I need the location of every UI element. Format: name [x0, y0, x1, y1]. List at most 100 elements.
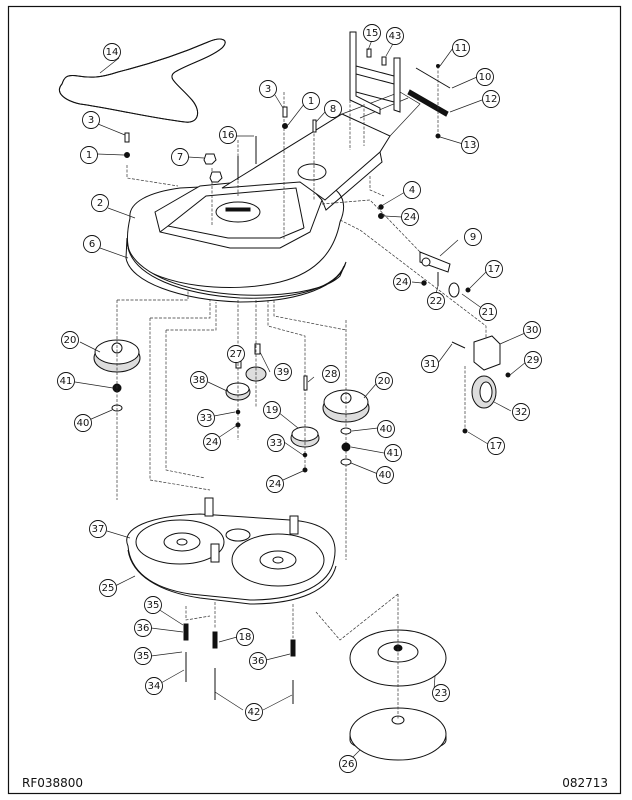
callout-circle: [274, 363, 292, 381]
callout-label: 3: [88, 115, 94, 126]
callout-13: 13: [461, 136, 479, 154]
assembly-lines: [117, 92, 487, 638]
callout-circle: [80, 146, 98, 164]
callout-33: 33: [197, 409, 215, 427]
callout-circle: [82, 111, 100, 129]
callout-circle: [523, 321, 541, 339]
callout-circle: [145, 677, 163, 695]
callout-circle: [375, 372, 393, 390]
callout-label: 10: [479, 72, 492, 83]
mounting-bracket: [349, 31, 401, 115]
callout-label: 7: [177, 152, 183, 163]
callout-circle: [197, 409, 215, 427]
callout-circle: [363, 24, 381, 42]
callout-circle: [421, 355, 439, 373]
callout-2: 2: [91, 194, 109, 212]
callout-label: 13: [464, 140, 477, 151]
callout-17: 17: [487, 437, 505, 455]
callout-24: 24: [401, 208, 419, 226]
callout-circle: [91, 194, 109, 212]
callout-label: 1: [308, 96, 314, 107]
callout-label: 11: [455, 43, 468, 54]
callout-label: 24: [269, 479, 282, 490]
callout-label: 9: [470, 232, 476, 243]
callout-31: 31: [421, 355, 439, 373]
callout-circle: [427, 292, 445, 310]
callout-circle: [134, 647, 152, 665]
spring-shafts: [183, 623, 296, 704]
callout-40: 40: [74, 414, 92, 432]
callout-28: 28: [322, 365, 340, 383]
callout-41: 41: [57, 372, 75, 390]
callout-26: 26: [339, 755, 357, 773]
callout-circle: [377, 420, 395, 438]
callout-circle: [266, 475, 284, 493]
callout-circle: [249, 652, 267, 670]
callout-label: 19: [266, 405, 279, 416]
fasteners: [124, 48, 511, 473]
callout-circle: [384, 444, 402, 462]
callout-label: 17: [490, 441, 503, 452]
callout-21: 21: [479, 303, 497, 321]
callout-29: 29: [524, 351, 542, 369]
callout-40: 40: [376, 466, 394, 484]
callout-circle: [144, 596, 162, 614]
callout-circle: [524, 351, 542, 369]
callout-label: 30: [526, 325, 539, 336]
callout-circle: [324, 100, 342, 118]
callout-label: 14: [106, 47, 119, 58]
callout-circle: [259, 80, 277, 98]
caster-assembly: [451, 335, 501, 432]
callout-circle: [236, 628, 254, 646]
idler-pulleys: [225, 320, 370, 560]
callout-42: 42: [245, 703, 263, 721]
callout-circle: [203, 433, 221, 451]
callout-circle: [227, 345, 245, 363]
callout-label: 33: [270, 438, 283, 449]
callout-label: 35: [147, 600, 160, 611]
callout-39: 39: [274, 363, 292, 381]
callout-circle: [482, 90, 500, 108]
callout-label: 20: [64, 335, 77, 346]
callout-24: 24: [266, 475, 284, 493]
callout-label: 17: [488, 264, 501, 275]
callout-label: 27: [230, 349, 243, 360]
callout-circle: [267, 434, 285, 452]
callout-circle: [401, 208, 419, 226]
callout-circle: [190, 371, 208, 389]
callout-circle: [302, 92, 320, 110]
figure-id: RF038800: [22, 776, 83, 790]
callout-43: 43: [386, 27, 404, 45]
callout-label: 41: [387, 448, 400, 459]
callout-label: 35: [137, 651, 150, 662]
callout-circle: [376, 466, 394, 484]
callout-circle: [487, 437, 505, 455]
callout-circle: [339, 755, 357, 773]
callout-label: 18: [239, 632, 252, 643]
callout-circle: [99, 579, 117, 597]
callout-circle: [485, 260, 503, 278]
callout-circle: [432, 684, 450, 702]
callout-circle: [403, 181, 421, 199]
callout-7: 7: [171, 148, 189, 166]
callout-20: 20: [61, 331, 79, 349]
callout-14: 14: [103, 43, 121, 61]
callout-38: 38: [190, 371, 208, 389]
callout-circle: [452, 39, 470, 57]
callout-11: 11: [452, 39, 470, 57]
blade-discs: [315, 593, 447, 761]
callout-circle: [322, 365, 340, 383]
callout-24: 24: [393, 273, 411, 291]
callout-20: 20: [375, 372, 393, 390]
callout-circle: [479, 303, 497, 321]
callout-label: 25: [102, 583, 115, 594]
lower-deck-assembly: [126, 497, 337, 605]
callout-label: 34: [148, 681, 161, 692]
callout-circle: [461, 136, 479, 154]
drive-belt: [58, 38, 226, 123]
callout-label: 24: [206, 437, 219, 448]
callout-3: 3: [82, 111, 100, 129]
callout-circle: [386, 27, 404, 45]
callout-label: 31: [424, 359, 437, 370]
